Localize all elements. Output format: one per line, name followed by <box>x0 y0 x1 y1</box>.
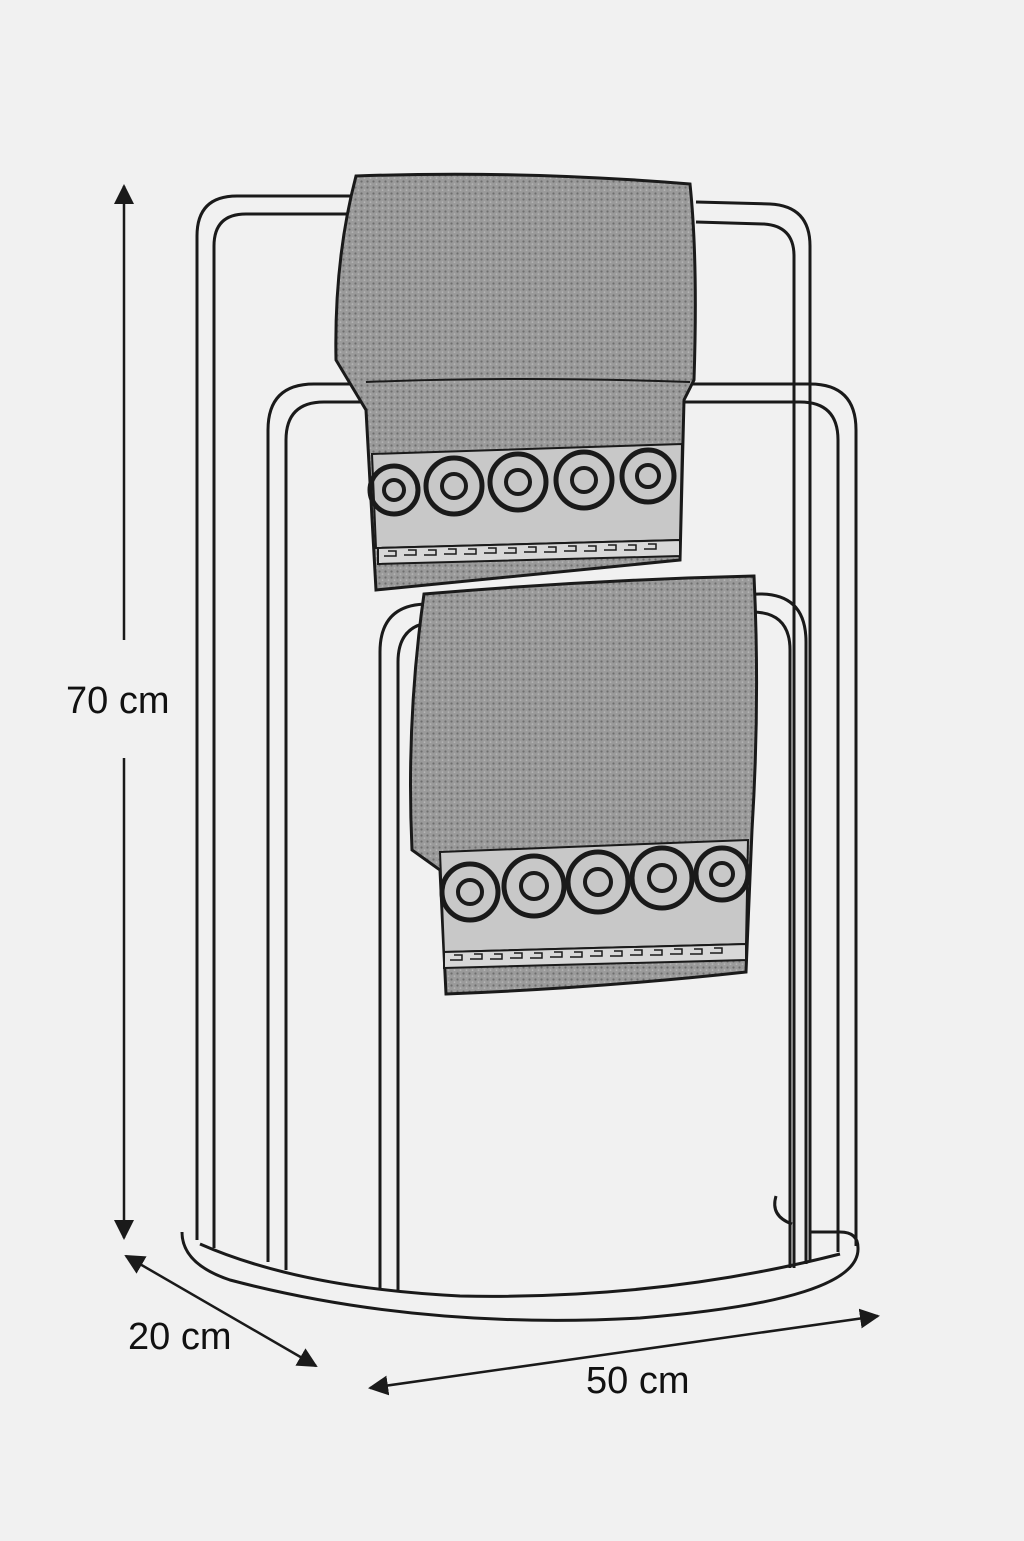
depth-arrow <box>124 1254 318 1368</box>
upper-towel-circle-pattern <box>367 447 677 517</box>
rail-tall-right-outer <box>695 200 812 1262</box>
rack-base <box>180 1230 860 1322</box>
lower-towel-greek-key-detail <box>450 947 723 961</box>
circle-motif <box>487 451 549 513</box>
circle-motif <box>565 849 631 915</box>
height-dimension-label: 70 cm <box>66 680 170 723</box>
dimension-lines <box>114 184 880 1396</box>
circle-motif <box>619 447 677 505</box>
lower-towel-circle-pattern <box>439 845 751 923</box>
upper-towel <box>334 172 697 592</box>
circle-motif <box>553 449 615 511</box>
upper-towel-fold-line <box>365 378 691 383</box>
upper-towel-greek-key-detail <box>384 543 657 557</box>
rail-tall-inner <box>212 212 350 1248</box>
circle-motif <box>423 455 485 517</box>
circle-motif <box>693 845 751 903</box>
rail-tall-right-inner <box>695 220 796 1268</box>
rail-tall-outer <box>195 194 350 1240</box>
lower-towel <box>409 574 759 996</box>
width-dimension-label: 50 cm <box>586 1360 690 1402</box>
circle-motif <box>629 845 695 911</box>
depth-dimension-label: 20 cm <box>128 1316 232 1358</box>
circle-motif <box>367 463 421 517</box>
circle-motif <box>501 853 567 919</box>
circle-motif <box>439 861 501 923</box>
rack-base-inner <box>199 1242 841 1298</box>
width-arrow <box>368 1308 880 1396</box>
